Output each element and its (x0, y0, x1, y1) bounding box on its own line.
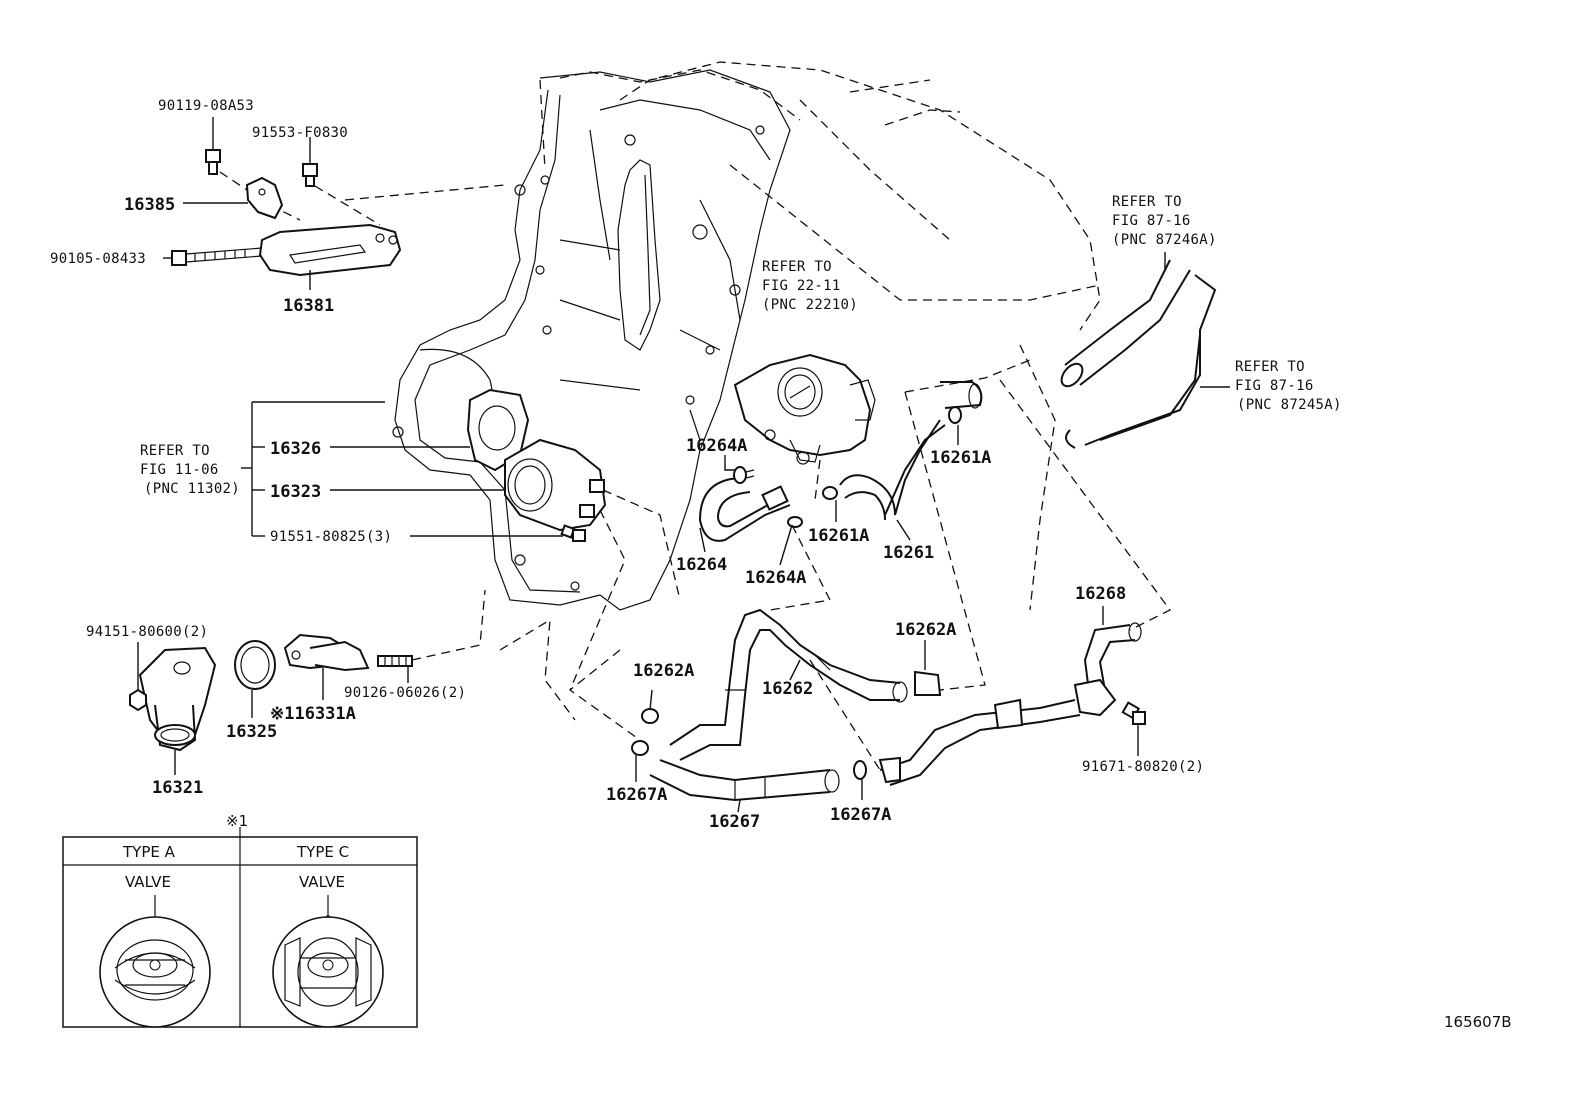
ref-11302-line3: (PNC 11302) (144, 481, 240, 497)
valve-type-c-icon (272, 895, 384, 1028)
label-16264A-lower: 16264A (745, 568, 806, 588)
bracket-16381-icon (258, 223, 402, 277)
label-16267: 16267 (709, 812, 760, 832)
leader-lines (635, 425, 1139, 813)
label-16262: 16262 (762, 679, 813, 699)
thermostat-type-legend (62, 827, 418, 1028)
ref-11302-line1: REFER TO (140, 443, 210, 459)
legend-valve-a: VALVE (125, 873, 171, 891)
label-90126-06026: 90126-06026(2) (344, 685, 466, 701)
label-90119-08A53: 90119-08A53 (158, 98, 254, 114)
clamp-16261A-a-icon (948, 406, 962, 424)
bracket-group (163, 117, 506, 290)
gasket-16325-icon (234, 640, 276, 690)
label-16326: 16326 (270, 439, 321, 459)
legend-valve-c: VALVE (299, 873, 345, 891)
ref-87245A-line2: FIG 87-16 (1235, 378, 1314, 394)
clamp-16262A-a-icon (641, 708, 659, 724)
label-16331A: ※116331A (270, 704, 356, 724)
bolt-90105-icon (171, 247, 263, 266)
label-91671-80820: 91671-80820(2) (1082, 759, 1204, 775)
timing-chain-cover-outline (392, 61, 1101, 721)
hose-16267-icon (649, 759, 840, 802)
ref-throttle-line2: FIG 22-11 (762, 278, 841, 294)
heater-hose-87245A-icon (1065, 274, 1217, 449)
water-inlet-16321-icon (138, 646, 217, 752)
hose-16268-icon (878, 622, 1142, 786)
label-16261A-right: 16261A (930, 448, 991, 468)
clamp-16267A-b-icon (853, 760, 867, 780)
label-16261: 16261 (883, 543, 934, 563)
label-16261A-left: 16261A (808, 526, 869, 546)
label-16381: 16381 (283, 296, 334, 316)
bolt-90119-icon (205, 149, 221, 175)
nut-94151-icon (129, 688, 147, 712)
hose-end-upper-icon (940, 381, 983, 409)
legend-note-mark: ※1 (226, 812, 248, 830)
label-90105-08433: 90105-08433 (50, 251, 146, 267)
label-16264: 16264 (676, 555, 727, 575)
clamp-16261A-b-icon (822, 486, 838, 500)
clamp-16264A-b-icon (787, 516, 803, 528)
label-16267A-right: 16267A (830, 805, 891, 825)
hose-16264-icon (698, 477, 791, 542)
ref-87246A-line1: REFER TO (1112, 194, 1182, 210)
label-16325: 16325 (226, 722, 277, 742)
figure-id: 165607B (1444, 1013, 1512, 1031)
label-94151-80600: 94151-80600(2) (86, 624, 208, 640)
bracket-16385-icon (245, 176, 284, 220)
clamp-16262A-b-icon (914, 670, 942, 696)
heater-hose-87246A-icon (1060, 259, 1191, 388)
label-16267A-left: 16267A (606, 785, 667, 805)
valve-type-a-icon (99, 895, 211, 1028)
label-16262A-left: 16262A (633, 661, 694, 681)
water-inlet-housing-16323-icon (504, 438, 607, 532)
ref-87246A-line3: (PNC 87246A) (1112, 232, 1217, 248)
hose-16262-icon (669, 608, 908, 761)
label-16323: 16323 (270, 482, 321, 502)
throttle-body-icon (733, 353, 876, 501)
clamp-16264A-a-icon (733, 466, 755, 484)
water-inlet-group (241, 388, 681, 691)
hose-16261-icon (839, 419, 946, 521)
thermostat-16331A-icon (283, 633, 370, 672)
label-91551-80825: 91551-80825(3) (270, 529, 392, 545)
legend-type-a: TYPE A (122, 843, 176, 861)
legend-type-c: TYPE C (296, 843, 349, 861)
label-91553-F0830: 91553-F0830 (252, 125, 348, 141)
ref-87246A-line2: FIG 87-16 (1112, 213, 1191, 229)
bolt-91551-icon (560, 524, 586, 542)
ref-87245A-line1: REFER TO (1235, 359, 1305, 375)
bolt-91553-icon (302, 163, 318, 187)
ref-11302-line2: FIG 11-06 (140, 462, 219, 478)
clamp-16267A-a-icon (631, 740, 649, 756)
stud-90126-icon (377, 655, 413, 667)
ref-87245A-line3: (PNC 87245A) (1237, 397, 1342, 413)
bolt-91671-icon (1121, 701, 1146, 725)
label-16385: 16385 (124, 195, 175, 215)
ref-throttle-line3: (PNC 22210) (762, 297, 858, 313)
label-16262A-right: 16262A (895, 620, 956, 640)
label-16264A-upper: 16264A (686, 436, 747, 456)
label-16268: 16268 (1075, 584, 1126, 604)
ref-throttle-line1: REFER TO (762, 259, 832, 275)
label-16321: 16321 (152, 778, 203, 798)
